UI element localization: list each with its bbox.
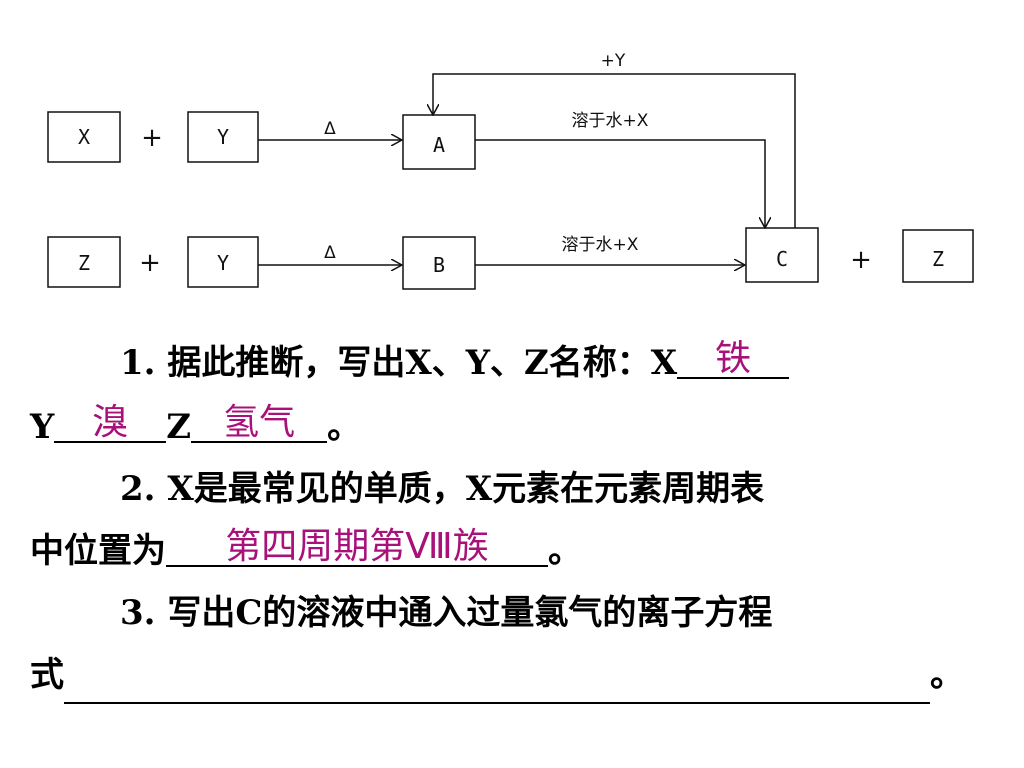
- question-2-text: 2. X是最常见的单质，X元素在元素周期表: [120, 469, 765, 509]
- heat-label-row1: Δ: [324, 119, 336, 139]
- box-y-row1-label: Y: [217, 125, 229, 149]
- arrow-loop-c-to-a: [433, 73, 796, 228]
- box-y-row2-label: Y: [217, 251, 229, 275]
- answer-blank-y[interactable]: 溴: [54, 405, 167, 445]
- label-y: Y: [30, 407, 55, 447]
- box-a: [402, 114, 476, 170]
- box-x: [47, 111, 121, 163]
- box-b: [402, 236, 476, 290]
- box-x-label: X: [78, 125, 90, 149]
- question-2-end: 。: [548, 531, 582, 571]
- box-z: [47, 236, 121, 288]
- label-z: Z: [166, 407, 192, 447]
- box-z-label: Z: [78, 251, 90, 275]
- plus-result: +: [850, 245, 872, 275]
- arrow-a-to-c: [475, 139, 765, 228]
- box-c: [745, 227, 819, 283]
- answer-blank-equation[interactable]: [64, 672, 930, 706]
- answer-y: 溴: [92, 402, 129, 443]
- question-3-prefix: 式: [30, 655, 64, 695]
- question-3-line2: 式。: [30, 644, 990, 706]
- question-1-end: 。: [327, 407, 362, 447]
- heat-label-row2: Δ: [324, 243, 336, 263]
- answer-position: 第四周期第Ⅷ族: [225, 526, 489, 567]
- question-3-text: 3. 写出C的溶液中通入过量氯气的离子方程: [120, 593, 773, 633]
- answer-blank-position[interactable]: 第四周期第Ⅷ族: [166, 529, 548, 569]
- answer-x: 铁: [715, 338, 752, 379]
- answer-blank-x[interactable]: 铁: [677, 341, 790, 381]
- answer-z: 氢气: [223, 402, 296, 443]
- loop-label: +Y: [601, 51, 626, 71]
- dissolve-label-row2: 溶于水+X: [562, 235, 639, 255]
- box-y-row2: [187, 236, 259, 288]
- question-2-line1: 2. X是最常见的单质，X元素在元素周期表: [30, 458, 990, 520]
- reaction-flow-diagram: X + Y Δ A 溶于水+X +Y Z + Y Δ B 溶于水+X C + Z: [47, 51, 974, 290]
- question-1-prefix: 1. 据此推断，写出X、Y、Z名称：X: [120, 343, 678, 383]
- box-b-label: B: [433, 253, 445, 277]
- box-z-result: [902, 229, 974, 283]
- question-1-line1: 1. 据此推断，写出X、Y、Z名称：X 铁: [30, 332, 990, 394]
- question-2-line2: 中位置为 第四周期第Ⅷ族 。: [30, 520, 990, 582]
- question-2-prefix: 中位置为: [30, 531, 166, 571]
- box-a-label: A: [433, 133, 445, 157]
- plus-row1: +: [141, 123, 163, 153]
- box-z-result-label: Z: [932, 247, 944, 271]
- question-3-line1: 3. 写出C的溶液中通入过量氯气的离子方程: [30, 582, 990, 644]
- question-3-end: 。: [930, 655, 964, 695]
- box-c-label: C: [776, 247, 788, 271]
- plus-row2: +: [139, 248, 161, 278]
- dissolve-label-row1: 溶于水+X: [572, 111, 649, 131]
- box-y-row1: [187, 111, 259, 163]
- answer-blank-z[interactable]: 氢气: [191, 405, 328, 445]
